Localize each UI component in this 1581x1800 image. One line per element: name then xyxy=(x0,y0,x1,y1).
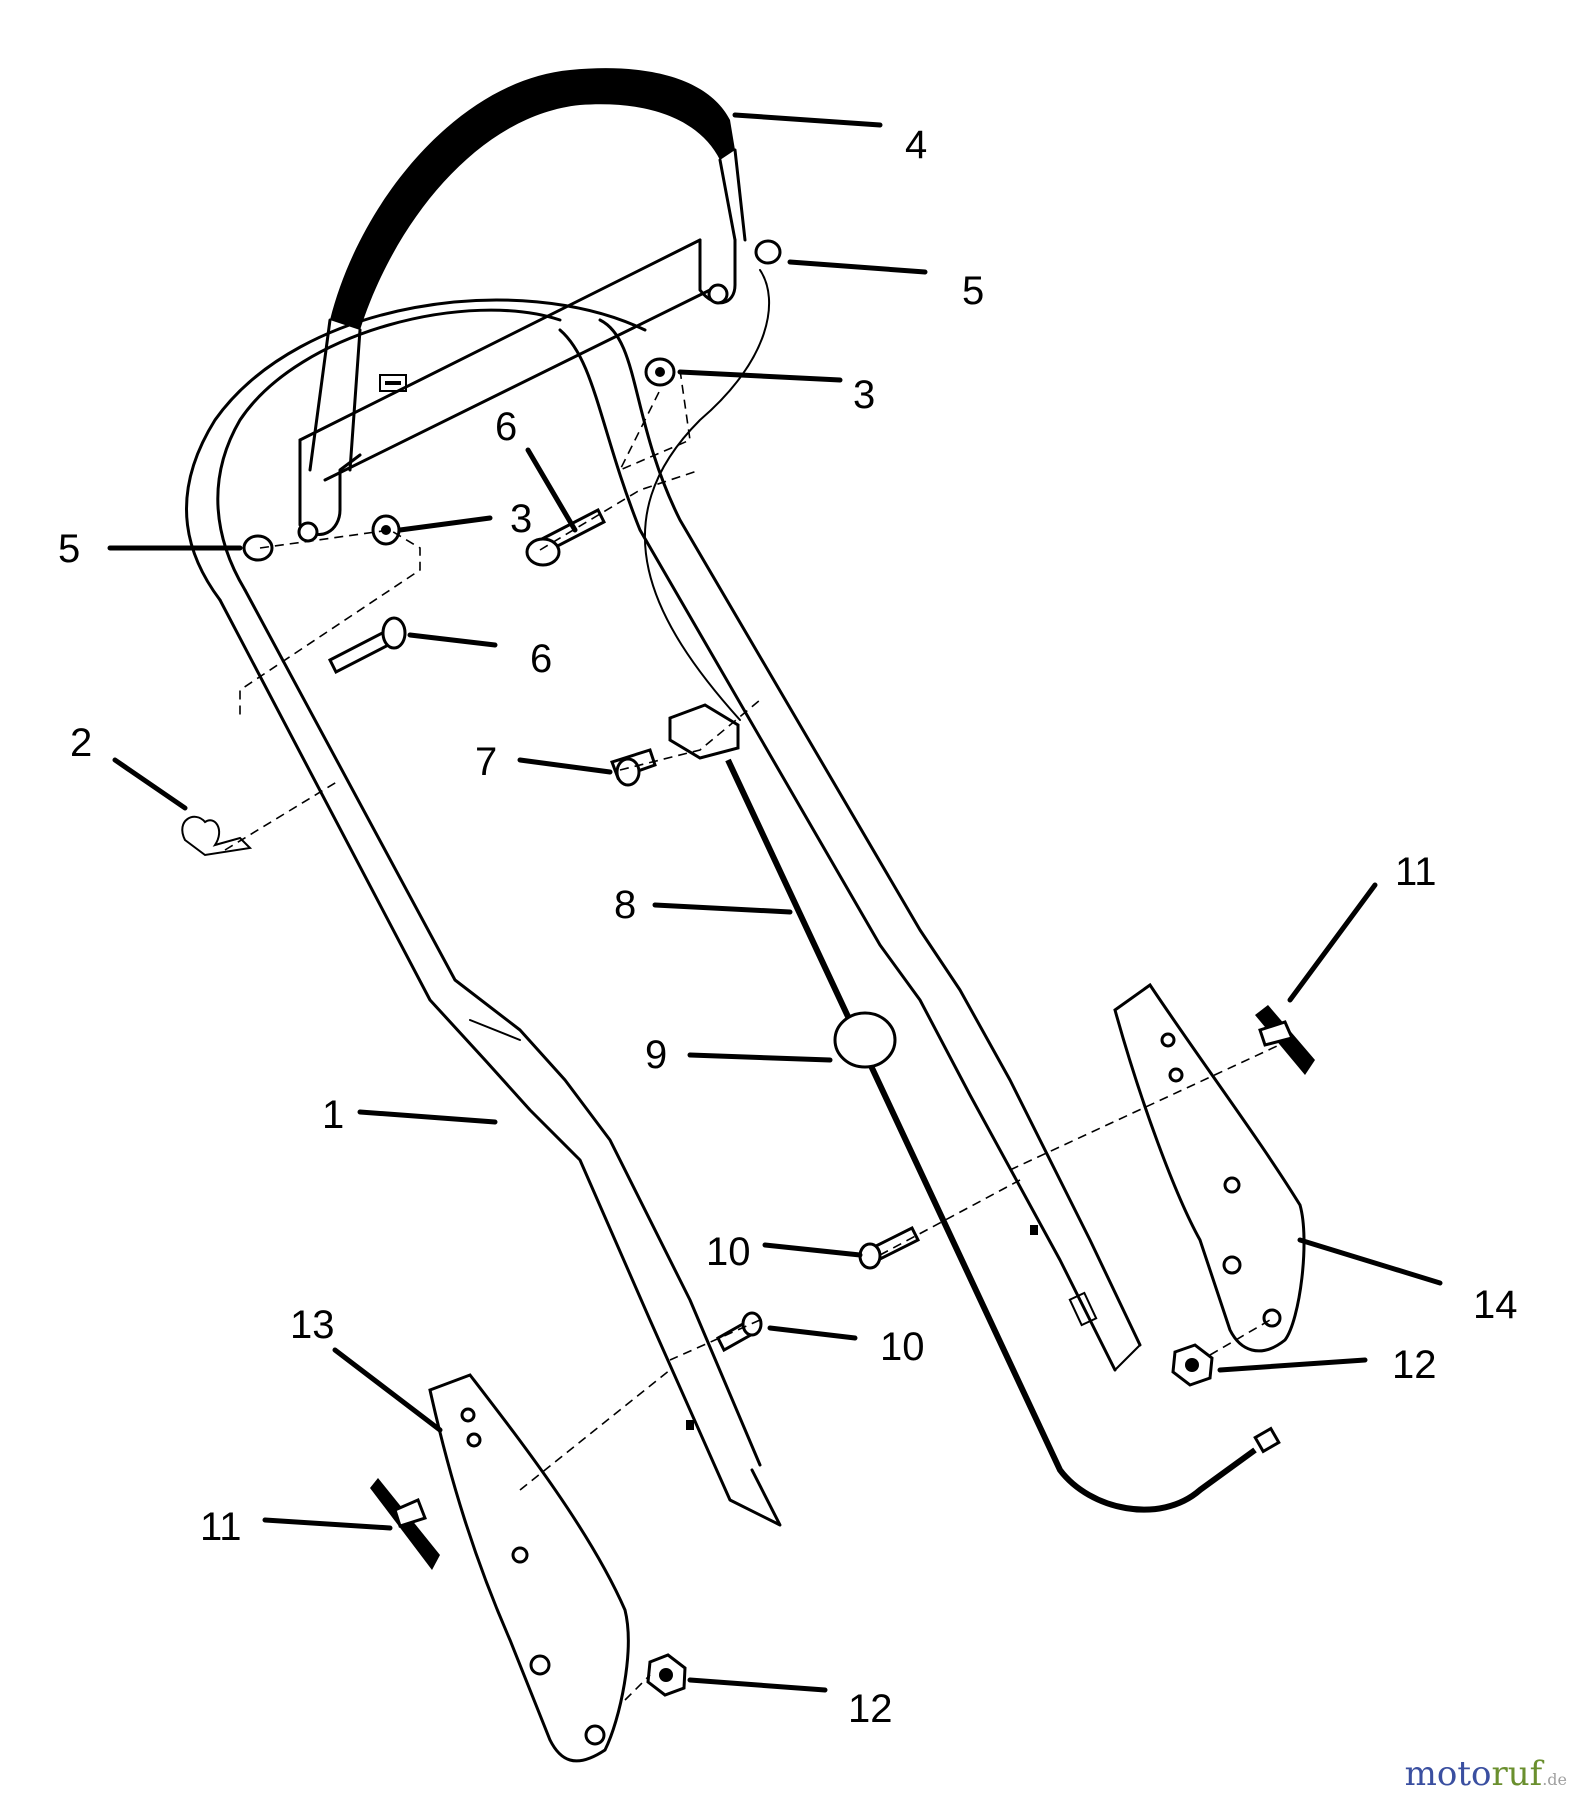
callout-14: 14 xyxy=(1473,1283,1518,1327)
knob-2 xyxy=(181,815,253,857)
callout-4: 4 xyxy=(905,123,927,167)
callout-3-left: 3 xyxy=(510,497,532,541)
watermark-part3: .de xyxy=(1542,1770,1567,1789)
callout-10-lower: 10 xyxy=(880,1325,925,1369)
bolt-10-lower xyxy=(716,1311,763,1353)
callout-11-left: 11 xyxy=(200,1505,242,1549)
knob-11-left xyxy=(370,1478,440,1570)
bolt-10-upper xyxy=(858,1225,921,1270)
cable-tie-9 xyxy=(833,1011,897,1069)
callout-3-right: 3 xyxy=(853,373,875,417)
callout-7: 7 xyxy=(475,740,497,784)
callout-8: 8 xyxy=(614,883,636,927)
washer-5-right xyxy=(754,239,782,265)
callout-6-lower: 6 xyxy=(530,637,552,681)
callout-5-left: 5 xyxy=(58,527,80,571)
callout-2: 2 xyxy=(70,721,92,765)
leader-lines xyxy=(107,112,1443,1693)
assembly-lines xyxy=(224,369,1291,1701)
cable-clip-7 xyxy=(610,703,740,787)
knob-11-right xyxy=(1255,1005,1315,1075)
watermark-part1: moto xyxy=(1404,1754,1492,1794)
hardware xyxy=(181,239,1315,1763)
washer-5-left xyxy=(242,534,274,562)
callout-9: 9 xyxy=(645,1033,667,1077)
callout-11-right: 11 xyxy=(1395,850,1437,894)
watermark-logo: motoruf.de xyxy=(1405,1754,1567,1794)
callout-labels: 4 5 3 5 3 6 6 2 7 8 9 1 10 10 11 11 14 1… xyxy=(58,123,1518,1731)
bracket-13 xyxy=(428,1373,630,1763)
nut-12-right xyxy=(1171,1343,1214,1387)
callout-12-right: 12 xyxy=(1392,1343,1437,1387)
callout-1: 1 xyxy=(322,1093,344,1137)
callout-12-left: 12 xyxy=(848,1687,893,1731)
watermark-part2: ruf xyxy=(1491,1754,1543,1794)
callout-6-upper: 6 xyxy=(495,405,517,449)
callout-5-right: 5 xyxy=(962,269,984,313)
bracket-14 xyxy=(1113,982,1306,1353)
bolt-6-lower xyxy=(327,616,407,675)
nut-12-left xyxy=(646,1653,687,1697)
callout-10-upper: 10 xyxy=(706,1230,751,1274)
callout-13: 13 xyxy=(290,1303,335,1347)
